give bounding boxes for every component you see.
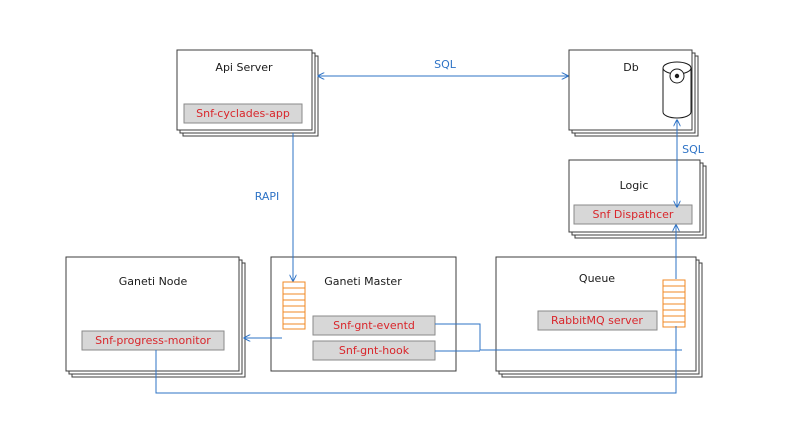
api-server-title: Api Server [215,61,273,74]
snf-dispatcher-component [573,204,693,225]
queue-title: Queue [579,272,615,285]
rabbitmq-queue-buffer-icon [662,279,686,328]
api-db-sql-label: SQL [434,58,457,71]
db-title: Db [623,61,638,74]
api-server-node: Api Server Snf-cyclades-app [176,49,319,137]
snf-cyclades-app-component [183,103,303,124]
logic-node: Logic Snf Dispathcer [568,159,707,239]
snf-progress-monitor-component [81,330,225,351]
rabbitmq-server-component [537,310,658,331]
rabbitmq-server-label: RabbitMQ server [551,314,643,327]
ganeti-master-node: Ganeti Master Snf-gnt-eventd Snf-gnt-hoo… [270,256,457,372]
snf-dispatcher-label: Snf Dispathcer [593,208,674,221]
ganeti-master-title: Ganeti Master [324,275,402,288]
logic-db-sql-label: SQL [682,143,705,156]
snf-cyclades-app-label: Snf-cyclades-app [196,107,290,120]
api-master-rapi-label: RAPI [255,190,280,203]
eventd-queue-connector [435,323,682,351]
snf-progress-monitor-label: Snf-progress-monitor [95,334,211,347]
snf-gnt-hook-label: Snf-gnt-hook [339,344,410,357]
progress-monitor-queue-connector [155,326,677,394]
database-cylinder-icon [662,61,692,119]
queue-buffer-icon [282,281,306,330]
ganeti-node-node: Ganeti Node Snf-progress-monitor [65,256,246,378]
logic-title: Logic [620,179,649,192]
snf-gnt-eventd-component [312,315,436,336]
db-node: Db [568,49,699,137]
snf-gnt-eventd-label: Snf-gnt-eventd [333,319,415,332]
ganeti-node-title: Ganeti Node [119,275,188,288]
